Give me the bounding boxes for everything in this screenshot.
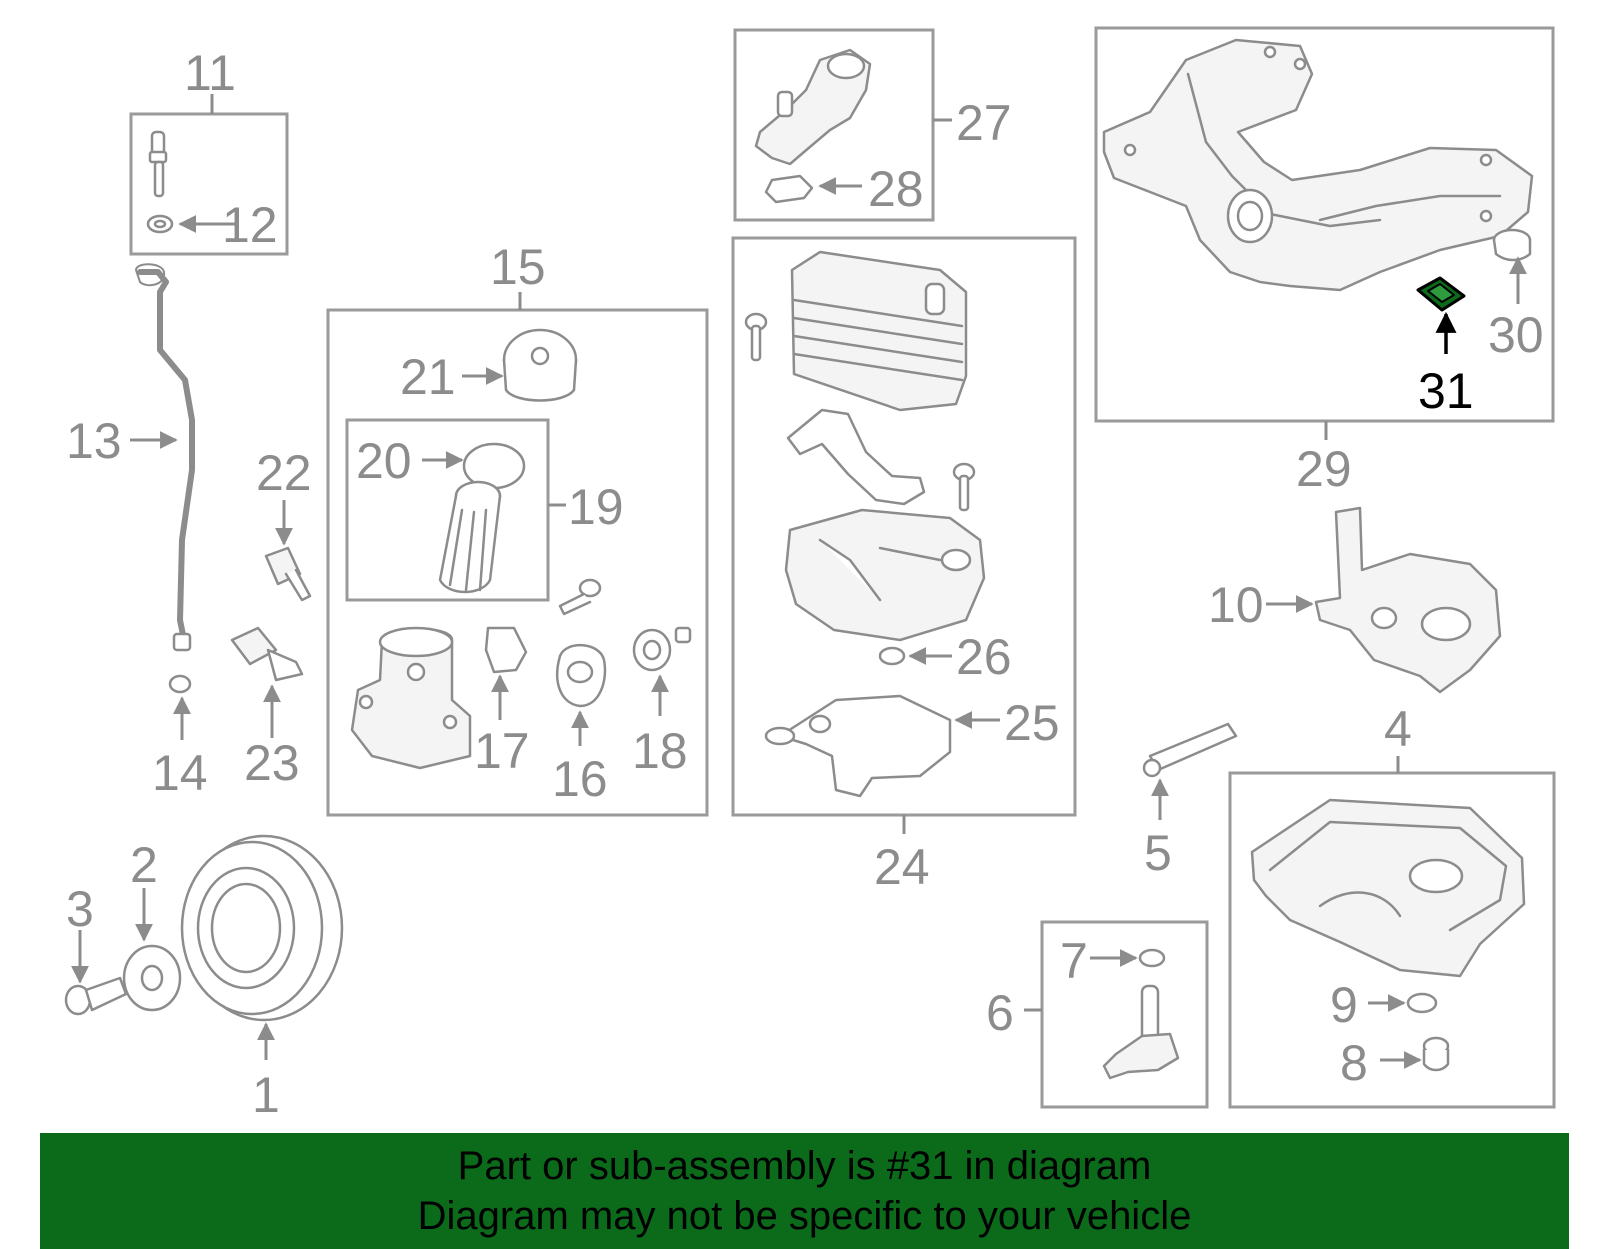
callout-4: 4 xyxy=(1384,701,1412,757)
callout-24: 24 xyxy=(874,839,930,895)
dipstick-tube-part-13 xyxy=(137,269,195,643)
callout-14: 14 xyxy=(152,745,208,801)
notice-banner: Part or sub-assembly is #31 in diagram D… xyxy=(40,1133,1569,1249)
callout-30: 30 xyxy=(1488,307,1544,363)
callout-23: 23 xyxy=(244,735,300,791)
oil-level-sensor-part-6 xyxy=(1102,984,1180,1080)
gasket-part-28 xyxy=(764,174,814,204)
callout-27: 27 xyxy=(956,95,1012,151)
callout-6: 6 xyxy=(986,985,1014,1041)
sensor-part-22 xyxy=(264,546,312,602)
callout-15: 15 xyxy=(490,239,546,295)
bolt-part-15 xyxy=(558,578,602,616)
callout-18: 18 xyxy=(632,723,688,779)
oil-filter-cap-part-21 xyxy=(502,328,578,402)
oil-pan-part-4 xyxy=(1250,798,1526,978)
callout-8: 8 xyxy=(1340,1035,1368,1091)
sensor-part-23 xyxy=(230,626,304,682)
callout-17: 17 xyxy=(474,723,530,779)
filter-element-part-19 xyxy=(438,480,502,594)
seal-part-7 xyxy=(1138,948,1166,968)
callout-19: 19 xyxy=(568,479,624,535)
callout-21: 21 xyxy=(400,349,456,405)
gasket-part-25 xyxy=(764,694,952,798)
seal-part-26 xyxy=(878,646,906,666)
gasket-cooler xyxy=(786,408,926,506)
callout-10: 10 xyxy=(1208,577,1264,633)
callout-7: 7 xyxy=(1060,933,1088,989)
oil-cooler xyxy=(790,250,968,412)
callout-1: 1 xyxy=(252,1067,280,1123)
seal-part-14 xyxy=(168,674,192,694)
callout-29: 29 xyxy=(1296,441,1352,497)
callout-2: 2 xyxy=(130,837,158,893)
plate-part-2 xyxy=(122,944,182,1012)
pulley-part-1 xyxy=(180,834,344,1022)
oil-module xyxy=(784,508,986,642)
gasket-part-31-highlighted xyxy=(1416,276,1466,312)
callout-9: 9 xyxy=(1330,977,1358,1033)
banner-line-2: Diagram may not be specific to your vehi… xyxy=(417,1194,1192,1238)
callout-13: 13 xyxy=(66,413,122,469)
banner-line-1: Part or sub-assembly is #31 in diagram xyxy=(457,1144,1152,1188)
callout-22: 22 xyxy=(256,445,312,501)
callout-25: 25 xyxy=(1004,695,1060,751)
callout-16: 16 xyxy=(552,751,608,807)
callout-31: 31 xyxy=(1418,363,1474,419)
plug-part-8 xyxy=(1422,1036,1450,1072)
seal-part-30 xyxy=(1492,228,1532,262)
callout-3: 3 xyxy=(66,881,94,937)
cover-part-10 xyxy=(1314,506,1502,694)
callout-12: 12 xyxy=(222,197,278,253)
bolt-part-11 xyxy=(148,130,168,198)
bolt-part-3 xyxy=(64,976,128,1016)
gasket-part-17 xyxy=(484,626,528,674)
seal-part-9 xyxy=(1406,992,1438,1014)
housing-part-27 xyxy=(754,48,872,166)
tube-part-5 xyxy=(1142,722,1238,778)
cover-part-16 xyxy=(555,643,607,708)
bolt-part-24b xyxy=(952,462,976,512)
callout-11: 11 xyxy=(184,45,236,101)
bolt-part-24a xyxy=(744,312,768,362)
callout-20: 20 xyxy=(356,433,412,489)
callout-28: 28 xyxy=(868,161,924,217)
callout-5: 5 xyxy=(1144,825,1172,881)
valve-part-18 xyxy=(632,626,692,672)
intake-manifold-part-29 xyxy=(1102,38,1534,292)
callout-26: 26 xyxy=(956,629,1012,685)
filter-housing xyxy=(350,626,472,770)
